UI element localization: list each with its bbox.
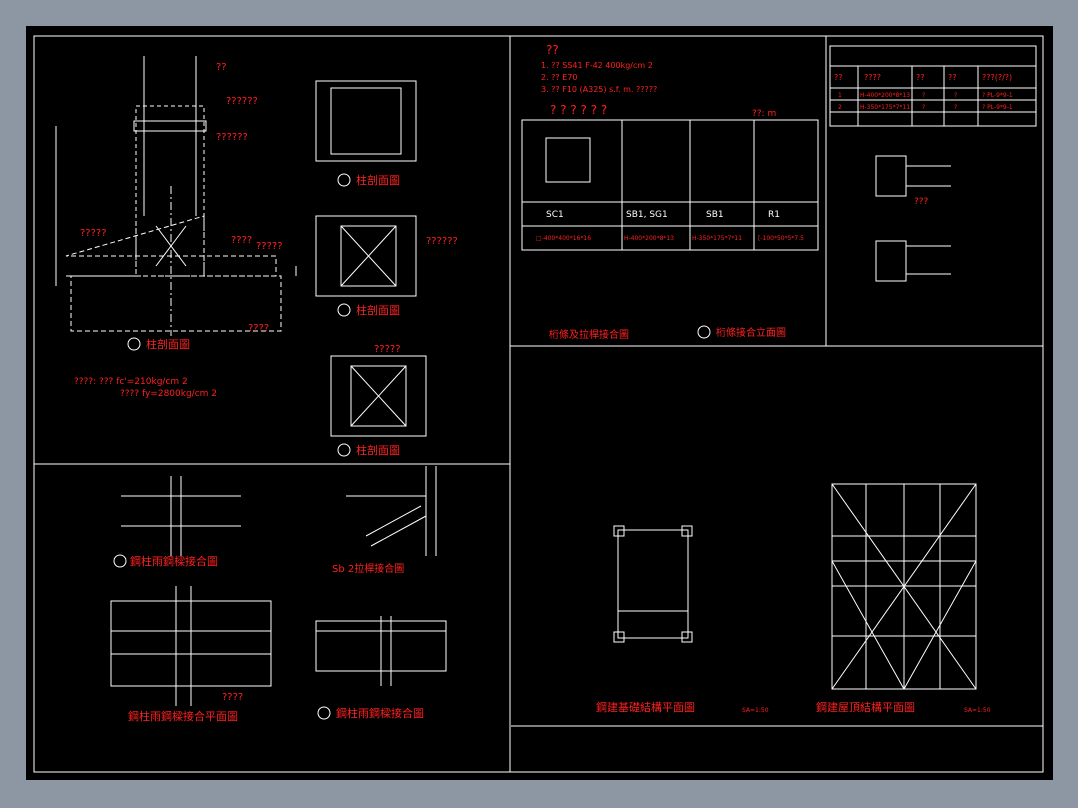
section-label-4: R1 (768, 210, 780, 220)
panel-title-beam-joint-2: 鋼柱雨鋼樑接合圖 (336, 706, 424, 720)
section-spec-3: H-350*175*7*11 (692, 235, 742, 242)
callout-c: ?????? (216, 132, 248, 143)
section-marker-icon (337, 443, 351, 457)
panel-title-purlin-elev: 桁條接合立面圖 (716, 326, 786, 339)
callout-j: ???? (222, 692, 243, 703)
callout-i: ????? (374, 344, 401, 355)
callout-k: ??? (914, 197, 929, 207)
schedule-cell: ? PL-9*9-1 (982, 104, 1013, 111)
schedule-header-3: ?? (916, 73, 925, 82)
note-2: 2. ?? E70 (541, 73, 577, 82)
section-spec-1: □-400*400*16*16 (536, 235, 591, 242)
panel-title-roof-plan: 鋼建屋頂結構平面圖 (816, 700, 915, 714)
panel-title-col-section-3: 柱剖面圖 (356, 303, 400, 317)
schedule-header-4: ?? (948, 73, 957, 82)
schedule-header-1: ?? (834, 73, 843, 82)
scale-roof-plan: SA=1:50 (964, 707, 991, 714)
section-table-header: ? ? ? ? ? ? (550, 103, 607, 117)
panel-title-foundation-plan: 鋼建基礎結構平面圖 (596, 700, 695, 714)
note-3: 3. ?? F10 (A325) s.f. m. ????? (541, 85, 657, 94)
callout-h: ?????? (426, 236, 458, 247)
schedule-cell: ? (954, 104, 957, 111)
section-marker-icon (317, 706, 331, 720)
note-1: 1. ?? SS41 F-42 400kg/cm 2 (541, 61, 653, 70)
callout-g: ???? (248, 323, 269, 334)
anchor-note-2: ???? fy=2800kg/cm 2 (120, 389, 217, 399)
notes-header: ?? (546, 43, 559, 57)
schedule-header-5: ???(?/?) (982, 73, 1012, 82)
column-section-drawing (55, 56, 297, 336)
scale-foundation-plan: SA=1:50 (742, 707, 769, 714)
section-table-unit: ??: m (752, 109, 776, 119)
schedule-cell: H-350*175*7*11 (860, 104, 910, 111)
sheet-borders (33, 35, 1044, 773)
roof-plan-drawing (831, 483, 977, 690)
schedule-cell: H-400*200*8*13 (860, 92, 910, 99)
section-spec-4: [-100*50*5*7.5 (758, 235, 804, 242)
cad-drawing: ?? ?????? ?????? ????? ???? ????? ???? 柱… (33, 35, 1044, 773)
schedule-cell: ? (954, 92, 957, 99)
anchor-note-1: ????: ??? fc'=210kg/cm 2 (74, 377, 188, 387)
section-label-3: SB1 (706, 210, 724, 220)
panel-title-beam-plan-joint: 鋼柱雨鋼樑接合平面圖 (128, 709, 238, 723)
section-marker-icon (337, 303, 351, 317)
callout-e: ???? (231, 235, 252, 246)
section-label-2: SB1, SG1 (626, 210, 668, 220)
callout-a: ?? (216, 62, 227, 73)
drawing-sheet: ?? ?????? ?????? ????? ???? ????? ???? 柱… (26, 26, 1053, 780)
section-spec-2: H-400*200*8*13 (624, 235, 674, 242)
schedule-cell: ? (922, 92, 925, 99)
callout-f: ????? (256, 241, 283, 252)
section-marker-icon (337, 173, 351, 187)
base-plate-drawings (315, 80, 427, 437)
beam-connection-details (875, 155, 951, 282)
section-marker-icon (113, 554, 127, 568)
section-marker-icon (127, 337, 141, 351)
callout-b: ?????? (226, 96, 258, 107)
schedule-cell: ? PL-9*9-1 (982, 92, 1013, 99)
schedule-table (829, 45, 1037, 127)
panel-title-col-section-1: 柱剖面圖 (146, 337, 190, 351)
schedule-cell: ? (922, 104, 925, 111)
section-marker-icon (697, 325, 711, 339)
foundation-plan-drawing (613, 525, 693, 643)
panel-title-brace-joint: Sb 2拉桿接合圖 (332, 562, 404, 575)
schedule-header-2: ???? (864, 73, 881, 82)
schedule-cell: 1 (838, 92, 842, 99)
schedule-cell: 2 (838, 104, 842, 111)
steel-joint-drawings (110, 466, 447, 706)
panel-title-col-section-2: 柱剖面圖 (356, 173, 400, 187)
section-label-1: SC1 (546, 210, 564, 220)
section-table (521, 119, 819, 251)
panel-title-col-section-4: 柱剖面圖 (356, 443, 400, 457)
callout-d: ????? (80, 228, 107, 239)
panel-title-steel-beam-joint: 鋼柱雨鋼樑接合圖 (130, 554, 218, 568)
panel-title-purlin-joint: 桁條及拉桿接合圖 (549, 328, 629, 341)
